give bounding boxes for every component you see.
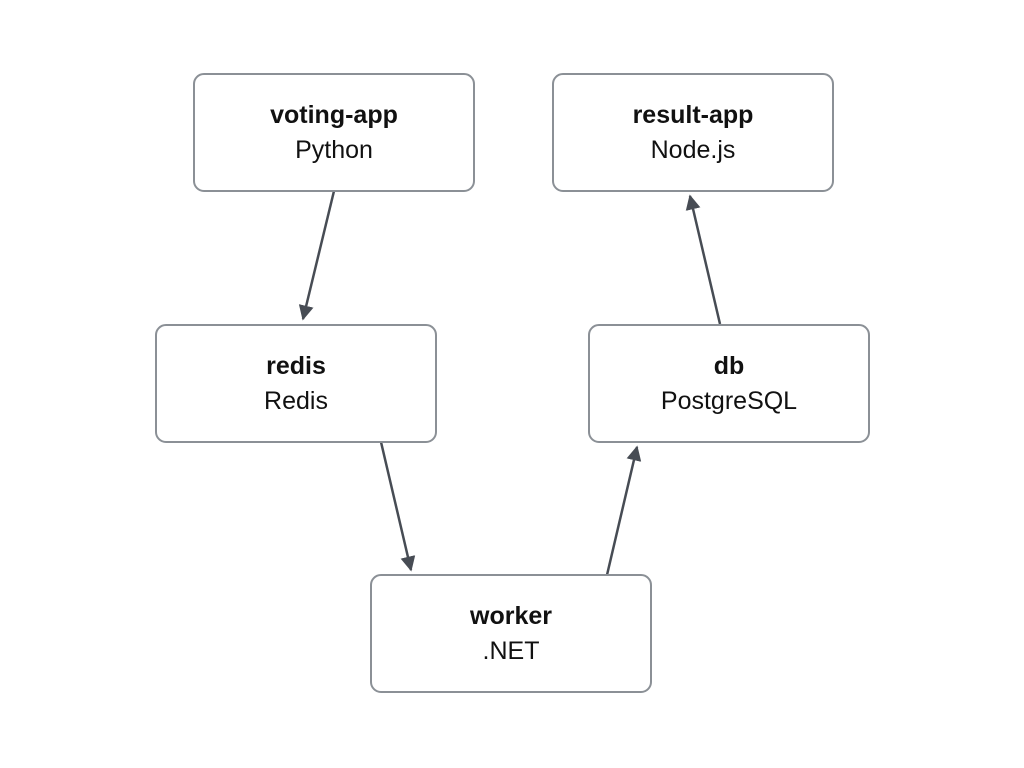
node-voting-app-name: voting-app [270, 100, 398, 129]
node-redis: redis Redis [155, 324, 437, 443]
node-worker-tech: .NET [482, 636, 540, 665]
node-result-app: result-app Node.js [552, 73, 834, 192]
node-db: db PostgreSQL [588, 324, 870, 443]
node-result-app-name: result-app [632, 100, 754, 129]
node-worker: worker .NET [370, 574, 652, 693]
node-voting-app: voting-app Python [193, 73, 475, 192]
edge-voting-app-to-redis [298, 190, 336, 321]
node-db-name: db [713, 351, 745, 380]
node-voting-app-tech: Python [295, 135, 373, 164]
node-redis-tech: Redis [264, 386, 328, 415]
node-worker-name: worker [470, 601, 552, 630]
node-redis-name: redis [266, 351, 326, 380]
edge-redis-to-worker [379, 441, 416, 572]
edge-db-to-result-app [685, 194, 722, 325]
node-result-app-tech: Node.js [650, 135, 736, 164]
node-db-tech: PostgreSQL [660, 386, 798, 415]
edge-worker-to-db [605, 445, 642, 576]
